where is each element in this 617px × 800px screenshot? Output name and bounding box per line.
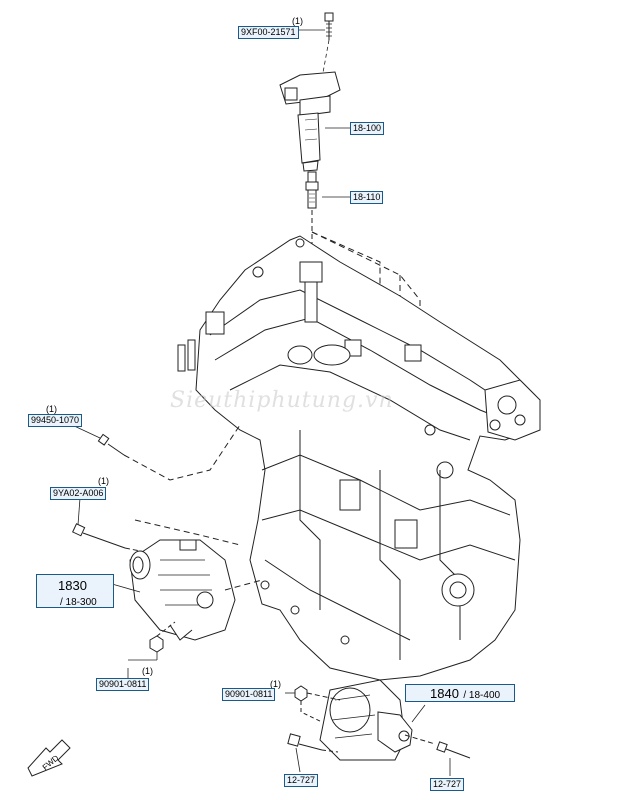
nut-starter-icon [294,685,308,702]
nut-alternator-icon [149,635,164,653]
qty-bolt-top: (1) [292,16,303,26]
alternator-ref: / 18-300 [60,597,97,608]
watermark: Sieuthiphutung.vn [170,388,394,413]
callout-alternator-ref: / 18-300 [60,592,97,610]
callout-bolt-left-2[interactable]: 9YA02-A006 [50,487,107,500]
bolt-99450-icon [97,433,125,456]
bolt-bottom-right-icon [436,741,471,759]
bolt-bottom-left-icon [287,733,323,751]
qty-nut-starter: (1) [270,679,281,689]
callout-starter: 1840 / 18-400 [430,685,500,703]
callout-nut-starter[interactable]: 90901-0811 [222,688,276,701]
callout-alternator-box[interactable] [36,574,114,608]
spark-plug-icon [305,171,319,209]
fwd-arrow-icon [27,739,71,777]
callout-spark-plug[interactable]: 18-110 [350,191,384,204]
callout-nut-alternator[interactable]: 90901-0811 [96,678,150,691]
qty-bolt-left-2: (1) [98,476,109,486]
callout-alternator: 1830 [58,577,87,595]
qty-nut-alternator: (1) [142,666,153,676]
callout-ignition-coil[interactable]: 18-100 [350,122,385,135]
callout-bolt-left-1[interactable]: 99450-1070 [28,414,83,427]
bolt-9ya02-icon [72,523,126,549]
callout-bolt-bottom-left[interactable]: 12-727 [284,774,319,787]
top-bolt-icon [324,12,334,40]
starter-code: 1840 [430,686,459,701]
engine-block-icon [177,235,541,681]
alternator-icon [129,539,236,641]
starter-ref: / 18-400 [463,690,501,701]
starter-motor-icon [319,679,413,761]
callout-starter-box[interactable] [405,684,515,702]
callout-bolt-bottom-right[interactable]: 12-727 [430,778,465,791]
qty-bolt-left-1: (1) [46,404,57,414]
alternator-code: 1830 [58,578,87,593]
callout-bolt-top[interactable]: 9XF00-21571 [238,26,299,39]
ignition-coil-icon [279,71,341,172]
